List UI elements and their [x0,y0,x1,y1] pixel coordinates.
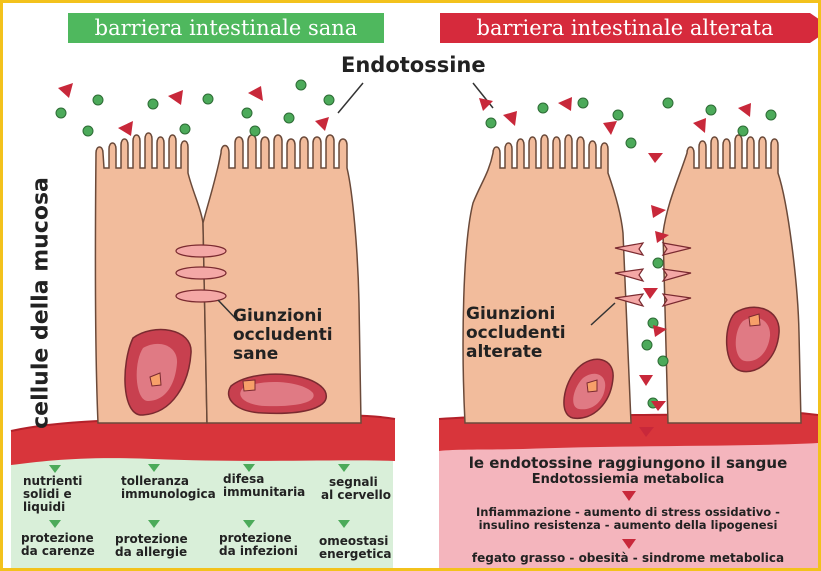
altered-cell-right [663,135,801,423]
altered-junctions-line3: alterate [466,343,566,362]
healthy-junctions-line2: occludenti [233,326,333,345]
blood-outcomes: fegato grasso - obesità - sindrome metab… [443,551,813,565]
blood-subtitle: Endotossiemia metabolica [443,472,813,487]
blood-title: le endotossine raggiungono il sangue [443,454,813,472]
side-label-text: cellule della mucosa [29,177,54,429]
header-altered-barrier: barriera intestinale alterata [440,13,810,43]
altered-junctions-line1: Giunzioni [466,305,566,324]
blood-effects: Infiammazione - aumento di stress ossida… [443,506,813,532]
side-label: cellule della mucosa [21,183,61,423]
blood-effects-line2: insulino resistenza - aumento della lipo… [443,519,813,532]
header-healthy-barrier: barriera intestinale sana [68,13,384,43]
altered-junctions-label: Giunzioni occludenti alterate [466,305,566,362]
healthy-junctions [176,245,226,302]
healthy-junctions-line3: sane [233,345,333,364]
healthy-junctions-line1: Giunzioni [233,307,333,326]
altered-junctions-line2: occludenti [466,324,566,343]
endotoxins-title: Endotossine [341,53,486,77]
healthy-junctions-label: Giunzioni occludenti sane [233,307,333,364]
